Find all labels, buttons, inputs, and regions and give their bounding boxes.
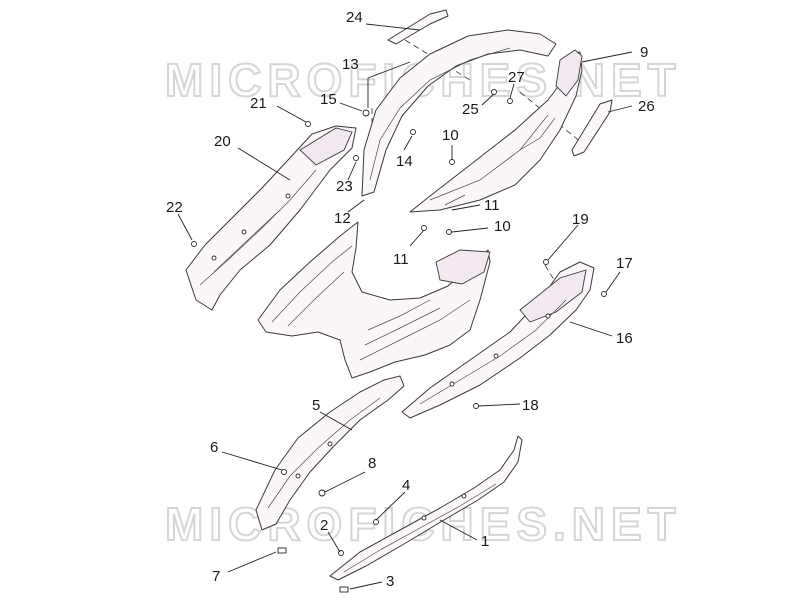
callout-2: 2: [320, 517, 328, 534]
clip-11: [421, 225, 427, 231]
clip-16: [362, 109, 370, 117]
callout-10b: 10: [494, 218, 511, 235]
screw-6: [281, 469, 287, 475]
screw-23: [191, 241, 197, 247]
leader-lines: [177, 23, 633, 590]
clip-15: [410, 129, 416, 135]
part-9-rear-side-panel: [409, 49, 583, 213]
part-footboard-floor-panel: [257, 221, 491, 379]
callout-9: 9: [640, 44, 648, 61]
callout-3: 3: [386, 573, 394, 590]
clip-3: [339, 586, 349, 593]
callout-19: 18: [522, 397, 539, 414]
clip-20: [543, 259, 549, 265]
callout-12: 11: [484, 197, 500, 214]
callout-11: 11: [393, 251, 409, 268]
screw-4: [373, 519, 379, 525]
part-5-left-lower-trim: [255, 375, 405, 531]
screw-10a: [449, 159, 455, 165]
part-17-right-lower-cover: [401, 261, 595, 419]
clip-28: [507, 98, 513, 104]
callout-25: 24: [346, 9, 363, 26]
clip-22: [305, 121, 311, 127]
callout-14: 13: [342, 56, 359, 73]
clip-8: [318, 489, 326, 497]
callout-5: 5: [312, 397, 320, 414]
clip-7: [277, 547, 287, 554]
callout-23: 22: [166, 199, 183, 216]
callout-28: 27: [508, 69, 525, 86]
callout-18: 17: [616, 255, 633, 272]
callout-13: 12: [334, 210, 351, 227]
callout-21: 20: [214, 133, 231, 150]
hardware-items: [191, 89, 607, 593]
screw-19: [473, 403, 479, 409]
callout-6: 6: [210, 439, 218, 456]
callout-8: 8: [368, 455, 376, 472]
callout-24: 23: [336, 178, 353, 195]
callout-4: 4: [402, 477, 410, 494]
clip-24: [353, 155, 359, 161]
callout-20: 19: [572, 211, 589, 228]
callout-labels: 9 26 24 13 27 15 25 21 20 10 14 23 22 12…: [166, 9, 655, 590]
callout-22: 21: [250, 95, 267, 112]
callout-10a: 10: [442, 127, 459, 144]
callout-7: 7: [212, 568, 220, 585]
callout-16: 15: [320, 91, 337, 108]
screw-10b: [446, 229, 452, 235]
screw-18: [601, 291, 607, 297]
callout-1: 1: [481, 533, 489, 550]
clip-26: [491, 89, 497, 95]
part-25-trim-strip: [387, 9, 449, 45]
callout-26: 25: [462, 101, 479, 118]
part-21-left-inner-panel: [185, 125, 357, 311]
part-13-upper-frame-arc: [361, 29, 557, 197]
part-1-lower-long-trim: [329, 435, 523, 581]
callout-15: 14: [396, 153, 413, 170]
part-27-rear-strip: [571, 99, 613, 157]
callout-17: 16: [616, 330, 633, 347]
callout-27: 26: [638, 98, 655, 115]
